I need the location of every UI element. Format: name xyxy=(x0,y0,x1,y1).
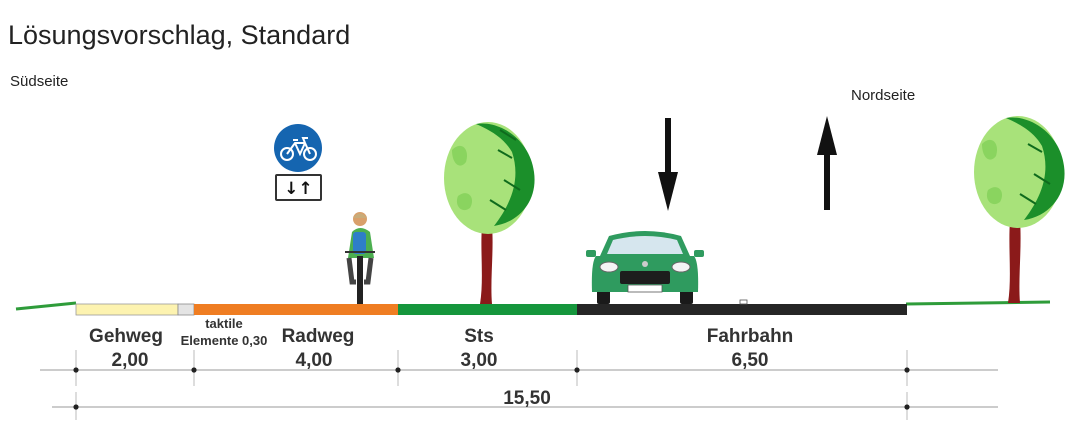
tree-icon-left xyxy=(444,122,535,304)
tactile-label-line2: Elemente 0,30 xyxy=(181,333,268,348)
segment-tactile-surface xyxy=(177,303,195,316)
segment-label-radweg: Radweg xyxy=(282,326,355,347)
ground-right xyxy=(905,300,1051,306)
arrow-down-icon xyxy=(658,118,678,211)
ground-left xyxy=(15,301,77,311)
arrow-up-icon xyxy=(817,116,837,210)
dimension-line-total xyxy=(52,392,998,420)
segment-label-gehweg: Gehweg xyxy=(89,326,163,347)
segment-label-sts: Sts xyxy=(464,326,494,347)
bicycle-icon xyxy=(280,137,317,161)
cyclist-icon xyxy=(345,212,375,304)
segment-width-sts: 3,00 xyxy=(461,350,498,371)
north-side-label: Nordseite xyxy=(851,87,915,104)
tactile-label-line1: taktile xyxy=(205,316,243,331)
bicycle-sign: ↓↑ xyxy=(274,124,322,201)
segment-label-fahrbahn: Fahrbahn xyxy=(707,326,794,347)
segment-fahrbahn-surface xyxy=(577,304,907,315)
segment-width-fahrbahn: 6,50 xyxy=(732,350,769,371)
bicycle-sign-plate xyxy=(275,174,322,201)
bidirectional-arrows-icon: ↓↑ xyxy=(284,179,313,199)
segment-width-radweg: 4,00 xyxy=(296,350,333,371)
dimension-line-segments xyxy=(40,350,998,386)
segment-radweg-surface xyxy=(194,304,398,315)
car-icon xyxy=(586,231,704,304)
diagram-title: Lösungsvorschlag, Standard xyxy=(8,20,350,50)
segment-width-gehweg: 2,00 xyxy=(112,350,149,371)
road-marker xyxy=(739,299,748,305)
segment-sts-surface xyxy=(398,304,577,315)
south-side-label: Südseite xyxy=(10,73,68,90)
tree-icon-right xyxy=(974,116,1065,303)
total-width-label: 15,50 xyxy=(503,388,551,409)
segment-gehweg-surface xyxy=(75,303,179,316)
